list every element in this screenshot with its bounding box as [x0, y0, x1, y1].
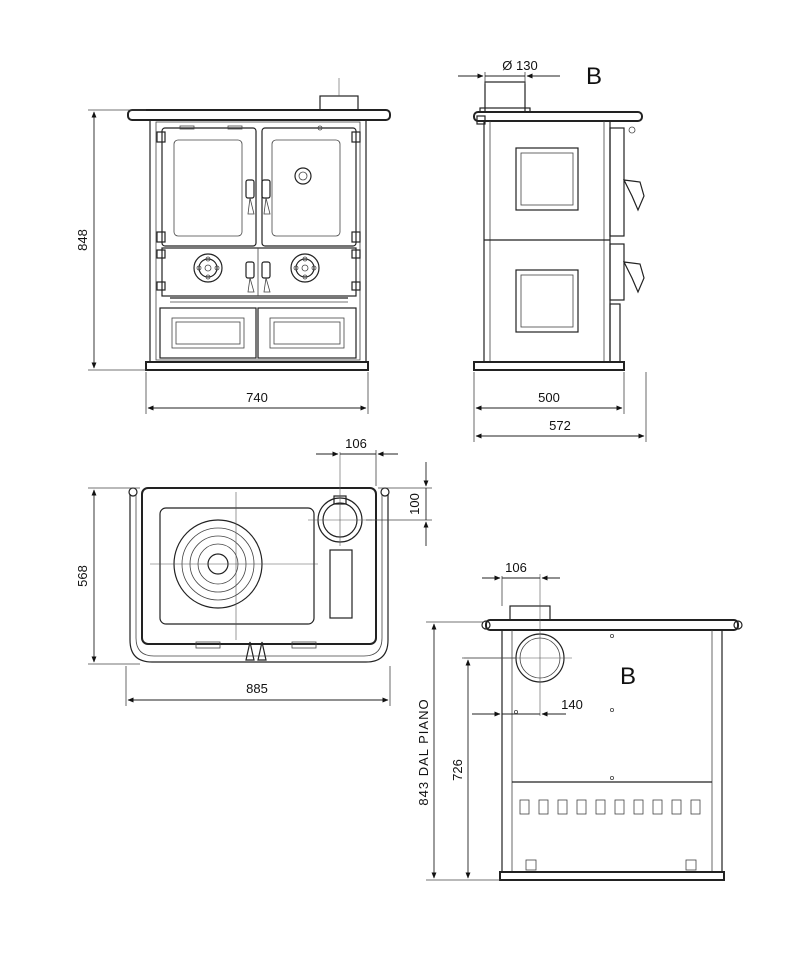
- rear-hob-height-label: 843 DAL PIANO: [416, 698, 431, 805]
- front-view: 848 740: [75, 78, 391, 414]
- flue-diameter-label: Ø 130: [502, 58, 537, 73]
- rosette-left: [193, 253, 223, 283]
- side-view-letter: B: [586, 63, 602, 90]
- vent-slots: [519, 799, 701, 815]
- top-view: 568 885 106 100: [75, 436, 432, 706]
- top-depth-label: 568: [75, 565, 90, 587]
- rear-flue-x-label: 106: [505, 560, 527, 575]
- rear-flue-offset-label: 140: [561, 697, 583, 712]
- side-view: Ø 130 B 500 572: [458, 58, 647, 442]
- top-flue-y-label: 100: [407, 493, 422, 515]
- top-width-label: 885: [246, 681, 268, 696]
- side-body-depth-label: 500: [538, 390, 560, 405]
- front-height-label: 848: [75, 229, 90, 251]
- front-width-label: 740: [246, 390, 268, 405]
- top-flue-x-label: 106: [345, 436, 367, 451]
- side-total-depth-label: 572: [549, 418, 571, 433]
- rear-view-letter: B: [620, 663, 636, 690]
- rosette-right: [290, 253, 320, 283]
- rear-view: B 106 140 726 843 DAL PIANO: [416, 560, 743, 881]
- rear-flue-height-label: 726: [450, 759, 465, 781]
